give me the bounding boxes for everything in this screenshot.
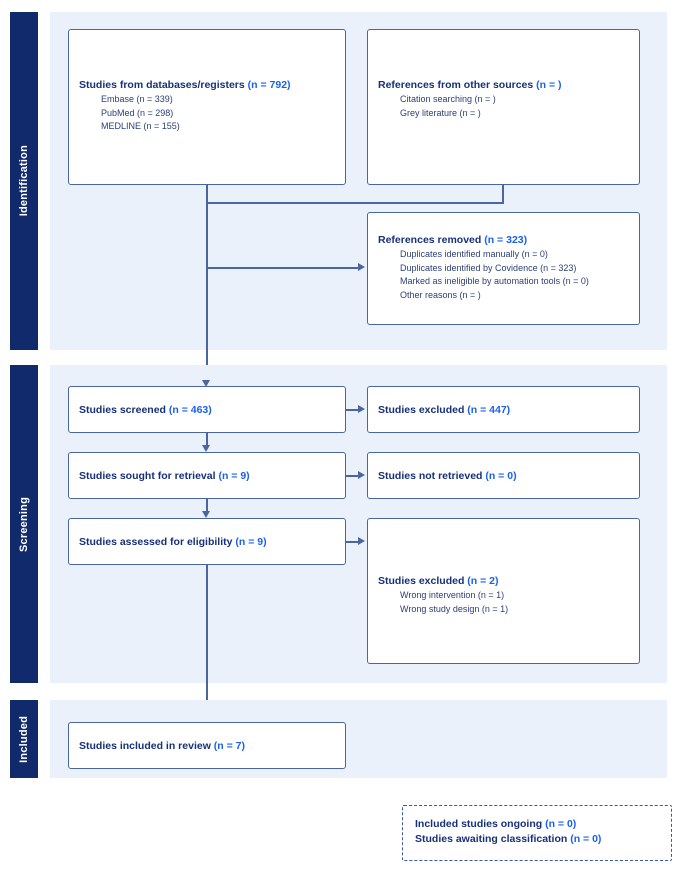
list-item: Duplicates identified by Covidence (n = … [400, 262, 577, 273]
box-databases-sublist: Embase (n = 339) PubMed (n = 298) MEDLIN… [79, 93, 339, 134]
box-assessed-for-eligibility-title: Studies assessed for eligibility (n = 9) [79, 535, 339, 549]
box-studies-excluded-screening-title-text: Studies excluded [378, 404, 468, 416]
connector-sought-to-not-retrieved [346, 475, 358, 477]
box-studies-excluded-screening-title-count: (n = 447) [467, 404, 511, 416]
stage-label-included-text: Included [18, 715, 30, 763]
connector-identification-to-screening [206, 202, 208, 388]
box-studies-included-title: Studies included in review (n = 7) [79, 739, 339, 753]
list-item: Other reasons (n = ) [400, 289, 481, 300]
connector-sought-to-assessed [206, 499, 208, 511]
box-studies-excluded-eligibility-sublist: Wrong intervention (n = 1) Wrong study d… [378, 589, 633, 616]
box-studies-screened-title-count: (n = 463) [168, 404, 212, 416]
ongoing-studies-count: (n = 0) [545, 818, 577, 830]
arrow-to-references-removed [358, 263, 365, 271]
stage-label-identification: Identification [10, 12, 38, 350]
box-studies-excluded-screening[interactable]: Studies excluded (n = 447) [367, 386, 640, 433]
box-not-retrieved-title-count: (n = 0) [485, 470, 517, 482]
arrow-into-sought-for-retrieval [201, 445, 210, 452]
box-other-sources[interactable]: References from other sources (n = ) Cit… [367, 29, 640, 185]
box-databases-registers[interactable]: Studies from databases/registers (n = 79… [68, 29, 346, 185]
list-item: Wrong study design (n = 1) [400, 603, 509, 614]
connector-screening-to-included [206, 565, 208, 716]
box-references-removed-sublist: Duplicates identified manually (n = 0) D… [378, 248, 633, 302]
stage-label-screening: Screening [10, 365, 38, 683]
box-studies-excluded-eligibility-title: Studies excluded (n = 2) [378, 574, 633, 588]
box-databases-title-text: Studies from databases/registers [79, 79, 248, 91]
list-item: Wrong intervention (n = 1) [400, 590, 505, 600]
connector-other-sources-down [502, 185, 504, 203]
list-item: MEDLINE (n = 155) [101, 121, 180, 131]
box-references-removed[interactable]: References removed (n = 323) Duplicates … [367, 212, 640, 325]
box-sought-for-retrieval-title-text: Studies sought for retrieval [79, 470, 219, 482]
box-references-removed-title-text: References removed [378, 234, 485, 246]
box-other-sources-title-count: (n = ) [536, 79, 562, 91]
box-not-retrieved-title-text: Studies not retrieved [378, 470, 486, 482]
box-references-removed-title: References removed (n = 323) [378, 233, 633, 247]
arrow-to-not-retrieved [358, 471, 365, 479]
box-studies-included-title-count: (n = 7) [213, 740, 246, 752]
box-studies-screened-title-text: Studies screened [79, 404, 169, 416]
box-studies-screened-title: Studies screened (n = 463) [79, 403, 339, 417]
arrow-into-studies-screened [201, 380, 210, 387]
awaiting-classification-count: (n = 0) [570, 833, 602, 845]
box-assessed-for-eligibility-title-text: Studies assessed for eligibility [79, 536, 236, 548]
box-sought-for-retrieval[interactable]: Studies sought for retrieval (n = 9) [68, 452, 346, 499]
connector-to-references-removed [206, 267, 358, 269]
box-sought-for-retrieval-title-count: (n = 9) [218, 470, 250, 482]
connector-assessed-to-excluded [346, 541, 358, 543]
box-ongoing-and-awaiting[interactable]: Included studies ongoing (n = 0) Studies… [402, 805, 672, 861]
ongoing-studies-text: Included studies ongoing [415, 818, 546, 830]
box-studies-included-in-review[interactable]: Studies included in review (n = 7) [68, 722, 346, 769]
list-item: Embase (n = 339) [101, 94, 173, 104]
list-item: Marked as ineligible by automation tools… [400, 276, 589, 286]
box-studies-excluded-screening-title: Studies excluded (n = 447) [378, 403, 633, 417]
list-item: Duplicates identified manually (n = 0) [400, 249, 548, 259]
list-item: Grey literature (n = ) [400, 107, 481, 118]
box-databases-title: Studies from databases/registers (n = 79… [79, 78, 339, 92]
stage-label-identification-text: Identification [18, 145, 30, 217]
box-studies-excluded-eligibility-title-text: Studies excluded [378, 575, 468, 587]
awaiting-classification-text: Studies awaiting classification [415, 833, 571, 845]
arrow-into-assessed-for-eligibility [201, 511, 210, 518]
box-not-retrieved[interactable]: Studies not retrieved (n = 0) [367, 452, 640, 499]
connector-screened-to-excluded [346, 409, 358, 411]
box-studies-screened[interactable]: Studies screened (n = 463) [68, 386, 346, 433]
awaiting-classification-line: Studies awaiting classification (n = 0) [415, 832, 665, 847]
box-assessed-for-eligibility-title-count: (n = 9) [235, 536, 267, 548]
list-item: PubMed (n = 298) [101, 107, 174, 118]
connector-databases-down [206, 185, 208, 203]
connector-merge-horizontal [206, 202, 504, 204]
box-sought-for-retrieval-title: Studies sought for retrieval (n = 9) [79, 469, 339, 483]
arrow-to-studies-excluded-screening [358, 405, 365, 413]
box-not-retrieved-title: Studies not retrieved (n = 0) [378, 469, 633, 483]
stage-label-included: Included [10, 700, 38, 778]
box-other-sources-title: References from other sources (n = ) [378, 78, 633, 92]
box-references-removed-title-count: (n = 323) [484, 234, 528, 246]
connector-screened-to-sought [206, 433, 208, 445]
box-studies-excluded-eligibility-title-count: (n = 2) [467, 575, 499, 587]
arrow-to-studies-excluded-eligibility [358, 537, 365, 545]
list-item: Citation searching (n = ) [400, 94, 496, 104]
box-assessed-for-eligibility[interactable]: Studies assessed for eligibility (n = 9) [68, 518, 346, 565]
box-other-sources-sublist: Citation searching (n = ) Grey literatur… [378, 93, 633, 120]
stage-label-screening-text: Screening [18, 496, 30, 552]
box-studies-excluded-eligibility[interactable]: Studies excluded (n = 2) Wrong intervent… [367, 518, 640, 664]
box-other-sources-title-text: References from other sources [378, 79, 537, 91]
box-databases-title-count: (n = 792) [247, 79, 291, 91]
ongoing-studies-line: Included studies ongoing (n = 0) [415, 817, 665, 832]
box-studies-included-title-text: Studies included in review [79, 740, 214, 752]
